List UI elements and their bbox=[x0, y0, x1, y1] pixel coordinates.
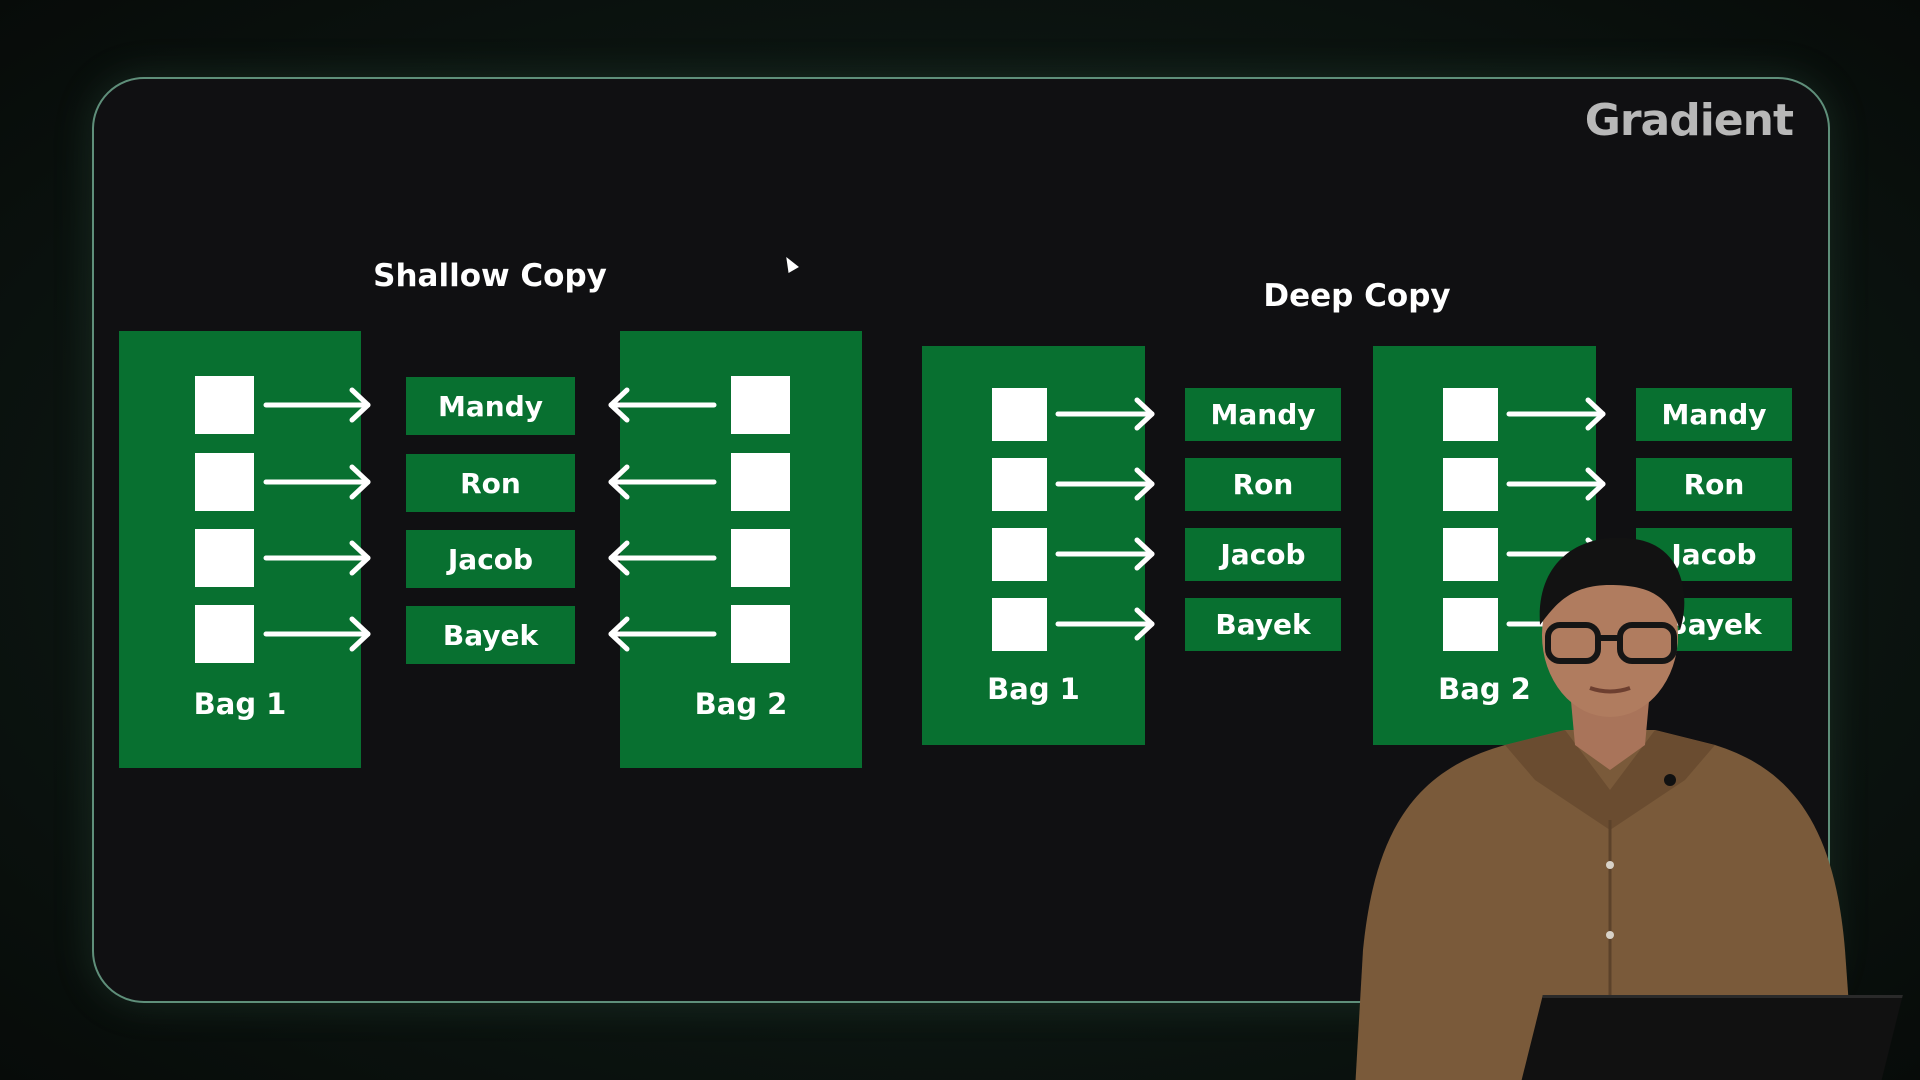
reference-slot bbox=[195, 453, 254, 511]
reference-slot bbox=[731, 376, 790, 434]
bag-label: Bag 2 bbox=[694, 687, 788, 721]
reference-slot bbox=[195, 529, 254, 587]
name-box-bayek: Bayek bbox=[1185, 598, 1341, 651]
reference-slot bbox=[731, 605, 790, 663]
presenter-figure bbox=[1355, 537, 1855, 1080]
reference-slot bbox=[195, 605, 254, 663]
name-box-ron: Ron bbox=[1636, 458, 1792, 511]
deep-bag-1: Bag 1 bbox=[922, 346, 1145, 745]
reference-slot bbox=[1443, 388, 1498, 441]
gradient-logo: Gradient bbox=[1584, 95, 1794, 146]
name-box-mandy: Mandy bbox=[406, 377, 575, 435]
laptop bbox=[1517, 995, 1903, 1080]
reference-slot bbox=[992, 458, 1047, 511]
reference-slot bbox=[195, 376, 254, 434]
reference-slot bbox=[731, 453, 790, 511]
name-box-mandy: Mandy bbox=[1185, 388, 1341, 441]
reference-slot bbox=[1443, 528, 1498, 581]
shallow-bag-1: Bag 1 bbox=[119, 331, 361, 768]
reference-slot bbox=[1443, 458, 1498, 511]
bag-label: Bag 1 bbox=[193, 687, 287, 721]
name-box-bayek: Bayek bbox=[406, 606, 575, 664]
bag-label: Bag 1 bbox=[987, 672, 1080, 706]
reference-slot bbox=[1443, 598, 1498, 651]
name-box-jacob: Jacob bbox=[406, 530, 575, 588]
name-box-jacob: Jacob bbox=[1185, 528, 1341, 581]
reference-slot bbox=[731, 529, 790, 587]
reference-slot bbox=[992, 528, 1047, 581]
bag-label: Bag 2 bbox=[1438, 672, 1531, 706]
shallow-copy-title: Shallow Copy bbox=[373, 258, 607, 294]
name-box-mandy: Mandy bbox=[1636, 388, 1792, 441]
name-box-ron: Ron bbox=[1185, 458, 1341, 511]
reference-slot bbox=[992, 388, 1047, 441]
reference-slot bbox=[992, 598, 1047, 651]
name-box-ron: Ron bbox=[406, 454, 575, 512]
deep-copy-title: Deep Copy bbox=[1263, 278, 1451, 314]
shallow-bag-2: Bag 2 bbox=[620, 331, 862, 768]
